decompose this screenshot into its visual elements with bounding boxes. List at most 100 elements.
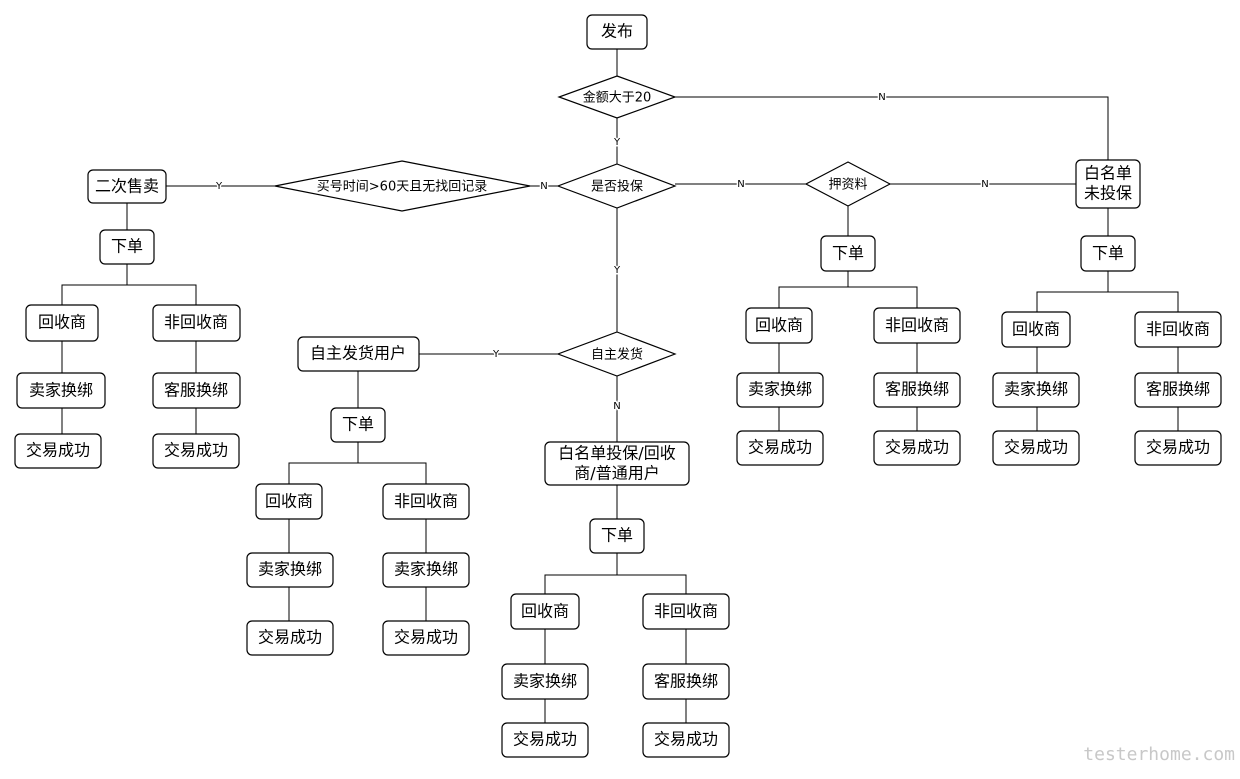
decision-insured-label: 是否投保 — [591, 179, 643, 195]
node-non-recycler-label: 非回收商 — [885, 316, 949, 335]
node-deal-success-label: 交易成功 — [258, 628, 322, 647]
node-deal-success-label: 交易成功 — [748, 438, 812, 457]
node-seller-rebind: 卖家换绑 — [382, 552, 470, 588]
edge-label-no: N — [981, 179, 988, 190]
node-order-label: 下单 — [832, 244, 864, 263]
node-resale-label: 二次售卖 — [95, 177, 159, 196]
node-recycler: 回收商 — [510, 593, 580, 630]
node-deal-success: 交易成功 — [382, 620, 470, 656]
node-cs-rebind: 客服换绑 — [873, 372, 961, 408]
node-publish-label: 发布 — [601, 22, 633, 41]
node-deal-success: 交易成功 — [14, 433, 102, 469]
node-deal-success: 交易成功 — [642, 722, 730, 758]
edge-a-3 — [61, 284, 197, 305]
node-deal-success-label: 交易成功 — [164, 441, 228, 460]
node-deal-success-label: 交易成功 — [1004, 438, 1068, 457]
node-seller-rebind-label: 卖家换绑 — [394, 560, 458, 579]
edge-label-yes: Y — [613, 137, 621, 148]
node-recycler: 回收商 — [1001, 311, 1071, 348]
node-cs-rebind: 客服换绑 — [642, 663, 730, 700]
edge-label-yes: Y — [215, 181, 223, 192]
node-deal-success-label: 交易成功 — [394, 628, 458, 647]
node-seller-rebind: 卖家换绑 — [501, 663, 589, 700]
node-non-recycler: 非回收商 — [642, 593, 730, 630]
node-non-recycler: 非回收商 — [873, 307, 961, 344]
node-seller-rebind: 卖家换绑 — [736, 372, 824, 408]
node-whitelist-insured-line2: 商/普通用户 — [574, 464, 659, 483]
node-recycler: 回收商 — [25, 304, 99, 342]
node-recycler-label: 回收商 — [38, 313, 86, 332]
decision-insured: 是否投保 — [556, 163, 677, 209]
node-order-label: 下单 — [1092, 244, 1124, 263]
node-order: 下单 — [99, 229, 155, 265]
edge-label-yes: Y — [613, 265, 621, 276]
node-cs-rebind: 客服换绑 — [1134, 372, 1222, 408]
node-non-recycler-label: 非回收商 — [1146, 320, 1210, 339]
node-order-label: 下单 — [601, 526, 633, 545]
decision-self-ship-label: 自主发货 — [591, 347, 643, 363]
decision-amount-label: 金额大于20 — [583, 90, 652, 106]
node-deal-success: 交易成功 — [246, 620, 334, 656]
node-deal-success: 交易成功 — [152, 433, 240, 469]
node-order: 下单 — [1080, 235, 1136, 272]
node-order-label: 下单 — [111, 237, 143, 256]
node-whitelist-uninsured: 白名单 未投保 — [1075, 159, 1141, 209]
decision-buy-time-label: 买号时间>60天且无找回记录 — [317, 180, 487, 195]
edge-label-no: N — [540, 181, 547, 192]
watermark: testerhome.com — [1083, 744, 1235, 765]
node-seller-rebind-label: 卖家换绑 — [1004, 380, 1068, 399]
node-order: 下单 — [330, 407, 386, 443]
node-recycler-label: 回收商 — [755, 316, 803, 335]
decision-deposit: 押资料 — [804, 161, 892, 207]
node-deal-success-label: 交易成功 — [885, 438, 949, 457]
node-deal-success: 交易成功 — [873, 430, 961, 466]
edge-labels: Y N N Y N N Y Y N — [213, 91, 990, 414]
node-non-recycler-label: 非回收商 — [394, 492, 458, 511]
node-seller-rebind-label: 卖家换绑 — [513, 672, 577, 691]
node-whitelist-insured: 白名单投保/回收 商/普通用户 — [544, 441, 690, 486]
node-order: 下单 — [589, 518, 645, 554]
node-cs-rebind-label: 客服换绑 — [654, 672, 718, 691]
node-seller-rebind: 卖家换绑 — [992, 372, 1080, 408]
node-deal-success: 交易成功 — [501, 722, 589, 758]
node-whitelist-insured-line1: 白名单投保/回收 — [558, 444, 675, 463]
edge-amount-whitelist — [675, 96, 1109, 160]
edge-d-3 — [778, 286, 918, 308]
decision-deposit-label: 押资料 — [828, 178, 867, 193]
node-recycler: 回收商 — [255, 483, 323, 520]
edge-label-no: N — [878, 92, 885, 103]
node-seller-rebind: 卖家换绑 — [246, 552, 334, 588]
node-resale: 二次售卖 — [87, 169, 167, 204]
node-non-recycler-label: 非回收商 — [164, 313, 228, 332]
node-deal-success-label: 交易成功 — [513, 730, 577, 749]
edge-b-3 — [288, 462, 427, 484]
node-whitelist-uninsured-line2: 未投保 — [1084, 184, 1132, 203]
node-seller-rebind-label: 卖家换绑 — [258, 560, 322, 579]
node-deal-success: 交易成功 — [1134, 430, 1222, 466]
decision-amount: 金额大于20 — [557, 75, 677, 119]
edge-c-3 — [544, 574, 687, 594]
node-cs-rebind: 客服换绑 — [152, 372, 241, 409]
node-recycler-label: 回收商 — [1012, 320, 1060, 339]
node-cs-rebind-label: 客服换绑 — [1146, 380, 1210, 399]
node-seller-rebind-label: 卖家换绑 — [748, 380, 812, 399]
node-publish: 发布 — [586, 14, 648, 50]
node-deal-success: 交易成功 — [992, 430, 1080, 466]
node-cs-rebind-label: 客服换绑 — [164, 381, 228, 400]
edges — [61, 49, 1179, 723]
node-self-ship-user-label: 自主发货用户 — [310, 344, 406, 363]
node-seller-rebind: 卖家换绑 — [16, 372, 106, 409]
edge-label-no: N — [737, 179, 744, 190]
node-cs-rebind-label: 客服换绑 — [885, 380, 949, 399]
edge-label-yes: Y — [492, 349, 500, 360]
node-deal-success-label: 交易成功 — [654, 730, 718, 749]
node-deal-success: 交易成功 — [736, 430, 824, 466]
node-recycler-label: 回收商 — [521, 602, 569, 621]
node-recycler-label: 回收商 — [265, 492, 313, 511]
edge-label-no: N — [613, 401, 620, 412]
node-self-ship-user: 自主发货用户 — [297, 336, 420, 372]
node-non-recycler: 非回收商 — [152, 304, 241, 342]
node-non-recycler: 非回收商 — [1134, 311, 1222, 348]
node-seller-rebind-label: 卖家换绑 — [29, 381, 93, 400]
